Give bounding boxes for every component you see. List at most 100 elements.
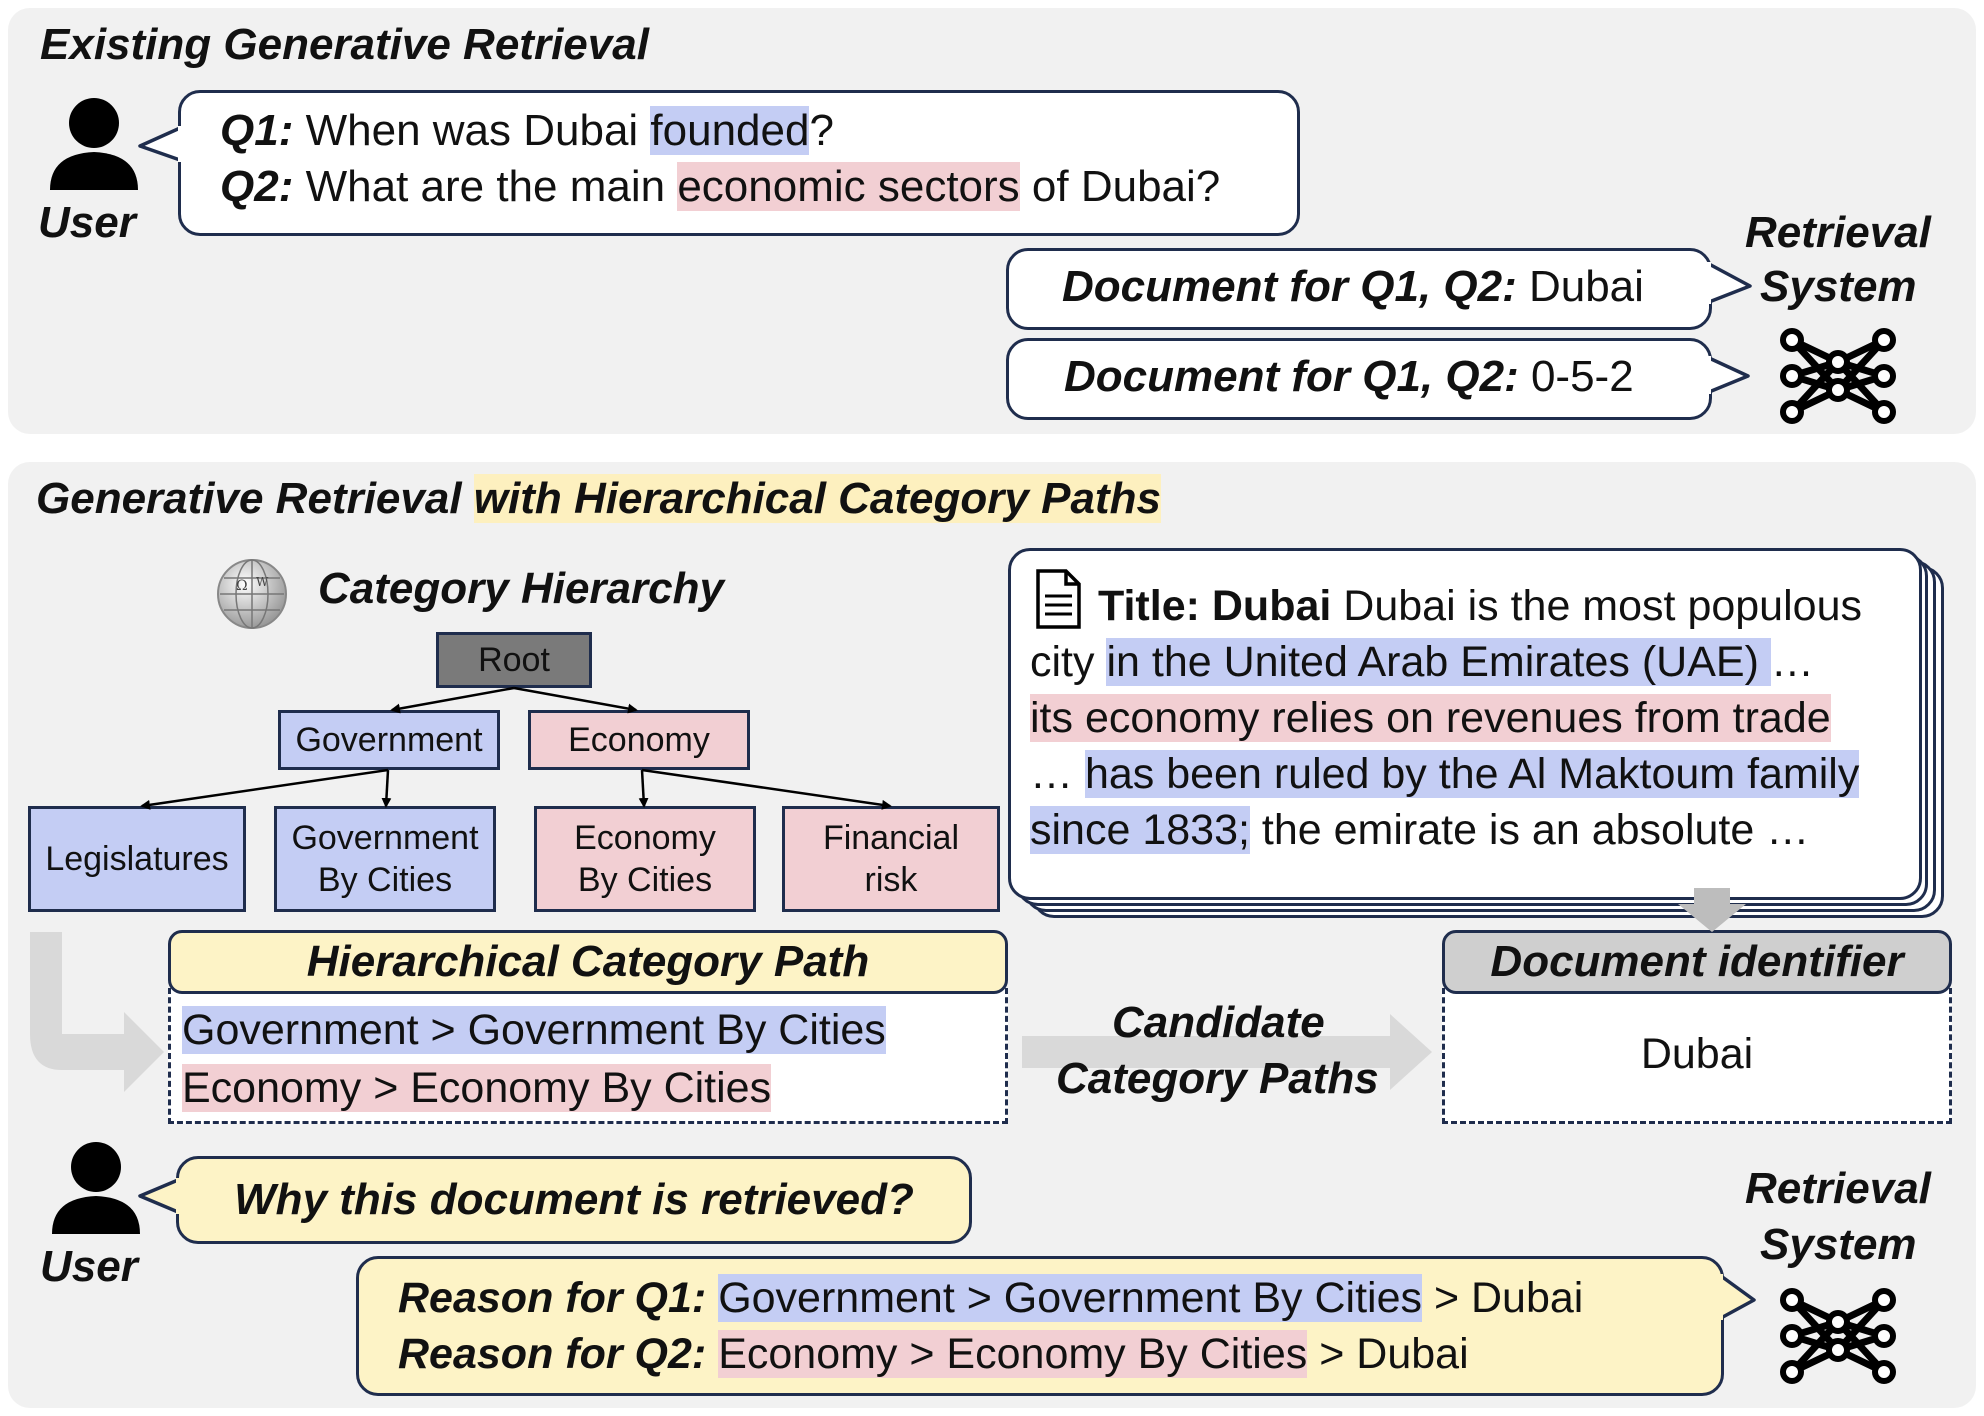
top-system-label-2: System	[1760, 262, 1917, 311]
top-user-label: User	[38, 198, 136, 247]
edge-root-government	[390, 686, 515, 714]
gov-by-cities-line-1: Government	[291, 818, 479, 857]
document-icon	[1036, 569, 1081, 629]
doc2-value: 0-5-2	[1518, 352, 1634, 401]
tree-to-path-arrow	[30, 932, 164, 1092]
bottom-title-highlight: with Hierarchical Category Paths	[473, 474, 1161, 523]
doc1-label: Document for Q1, Q2:	[1062, 262, 1517, 311]
tree-node-legislatures: Legislatures	[28, 806, 246, 912]
category-hierarchy-label: Category Hierarchy	[318, 564, 724, 613]
document-title-label: Title: Dubai	[1098, 582, 1332, 630]
document-line-3: its economy relies on revenues from trad…	[1030, 694, 1831, 743]
candidate-label-2-front: Category Paths	[1056, 1054, 1379, 1103]
tree-node-economy: Economy	[528, 710, 750, 770]
document-line-4-pre: …	[1030, 750, 1085, 798]
q2-label: Q2:	[220, 162, 294, 211]
wikipedia-globe-icon: Ω W	[217, 559, 287, 629]
reason-q1-label: Reason for Q1:	[398, 1274, 707, 1322]
gov-by-cities-line-2: By Cities	[317, 861, 453, 899]
reason-bubble-tail	[1719, 1274, 1756, 1320]
query-bubble-tail	[138, 126, 181, 162]
edge-government-legislatures	[140, 768, 389, 810]
user-icon	[52, 1142, 140, 1234]
doc-bubble-2-tail	[1708, 356, 1750, 394]
q1-highlight: founded	[650, 106, 810, 155]
category-path-1: Government > Government By Cities	[182, 1006, 886, 1055]
document-line-2-highlight: in the United Arab Emirates (UAE)	[1106, 638, 1771, 686]
document-line-4-highlight: has been ruled by the Al Maktoum family	[1084, 750, 1860, 798]
identifier-box-body: Dubai	[1442, 988, 1952, 1124]
top-system-label-1: Retrieval	[1745, 208, 1931, 257]
reason-q2-end: > Dubai	[1307, 1330, 1469, 1378]
document-line-1: Title: Dubai Dubai is the most populous	[1098, 582, 1862, 631]
financial-risk-line-2: risk	[864, 861, 918, 899]
question-text: Why this document is retrieved?	[234, 1175, 914, 1224]
tree-node-financial-risk: Financial risk	[782, 806, 1000, 912]
category-path-header-text: Hierarchical Category Path	[306, 937, 870, 986]
category-path-1-text: Government > Government By Cities	[182, 1006, 886, 1054]
tree-node-root: Root	[436, 632, 592, 688]
reason-q2: Reason for Q2: Economy > Economy By Citi…	[398, 1330, 1469, 1379]
doc2-label: Document for Q1, Q2:	[1064, 352, 1519, 401]
document-line-2-pre: city	[1030, 638, 1107, 686]
category-path-2-text: Economy > Economy By Cities	[182, 1064, 772, 1112]
document-bubble-title	[1006, 248, 1712, 330]
eco-by-cities-line-1: Economy	[574, 818, 716, 857]
document-line-5-post: the emirate is an absolute …	[1249, 806, 1810, 854]
document-to-identifier-arrow	[1678, 888, 1746, 932]
question-bubble-tail	[138, 1178, 179, 1214]
query-q2: Q2: What are the main economic sectors o…	[220, 162, 1220, 212]
tree-node-government-by-cities: Government By Cities	[274, 806, 496, 912]
document-title-line: Document for Q1, Q2: Dubai	[1062, 262, 1644, 312]
reason-q1-path: Government > Government By Cities	[718, 1274, 1422, 1322]
category-path-header: Hierarchical Category Path	[168, 930, 1008, 994]
document-line-4: … has been ruled by the Al Maktoum famil…	[1030, 750, 1860, 799]
document-bubble-id	[1006, 338, 1712, 420]
q2-text-end: of Dubai?	[1019, 162, 1221, 211]
document-id-line: Document for Q1, Q2: 0-5-2	[1064, 352, 1634, 402]
q2-highlight: economic sectors	[677, 162, 1020, 211]
category-path-2: Economy > Economy By Cities	[182, 1064, 772, 1113]
reason-q1-end: > Dubai	[1422, 1274, 1584, 1322]
doc1-value: Dubai	[1516, 262, 1644, 311]
bottom-user-label: User	[40, 1242, 138, 1291]
document-line-2: city in the United Arab Emirates (UAE) …	[1030, 638, 1814, 687]
neural-network-icon	[1780, 328, 1896, 424]
reason-q1: Reason for Q1: Government > Government B…	[398, 1274, 1583, 1323]
identifier-value: Dubai	[1640, 1030, 1754, 1078]
bottom-title-plain: Generative Retrieval	[36, 474, 474, 523]
edge-government-gov-cities	[381, 769, 392, 808]
document-line-5: since 1833; the emirate is an absolute …	[1030, 806, 1809, 855]
identifier-header-text: Document identifier	[1490, 937, 1904, 986]
query-q1: Q1: When was Dubai founded?	[220, 106, 834, 156]
svg-text:Ω: Ω	[236, 578, 248, 594]
bottom-system-label-2: System	[1760, 1220, 1917, 1269]
tree-node-government: Government	[278, 710, 500, 770]
document-line-3-highlight: its economy relies on revenues from trad…	[1030, 694, 1831, 742]
identifier-header: Document identifier	[1442, 930, 1952, 994]
doc-bubble-1-tail	[1708, 262, 1752, 304]
document-line-5-highlight: since 1833;	[1030, 806, 1250, 854]
financial-risk-line-1: Financial	[822, 818, 960, 857]
document-line-1-text: Dubai is the most populous	[1331, 582, 1862, 630]
reason-q2-path: Economy > Economy By Cities	[718, 1330, 1308, 1378]
edge-economy-eco-cities	[638, 769, 649, 808]
bottom-system-label-1: Retrieval	[1745, 1164, 1931, 1213]
eco-by-cities-line-2: By Cities	[577, 861, 713, 899]
svg-text:W: W	[256, 575, 269, 589]
candidate-label-1-front: Candidate	[1112, 998, 1325, 1047]
neural-network-icon	[1780, 1288, 1896, 1384]
top-panel-title: Existing Generative Retrieval	[40, 20, 649, 69]
q1-label: Q1:	[220, 106, 294, 155]
edge-root-economy	[513, 686, 638, 714]
document-line-2-post: …	[1770, 638, 1814, 686]
question-bubble: Why this document is retrieved?	[176, 1156, 972, 1244]
q1-text: When was Dubai	[305, 106, 651, 155]
candidate-paths-arrow	[1022, 1014, 1432, 1090]
user-icon	[50, 98, 138, 190]
q1-text-end: ?	[809, 106, 834, 155]
q2-text: What are the main	[305, 162, 678, 211]
reason-q2-label: Reason for Q2:	[398, 1330, 707, 1378]
edge-economy-financial	[641, 768, 892, 810]
